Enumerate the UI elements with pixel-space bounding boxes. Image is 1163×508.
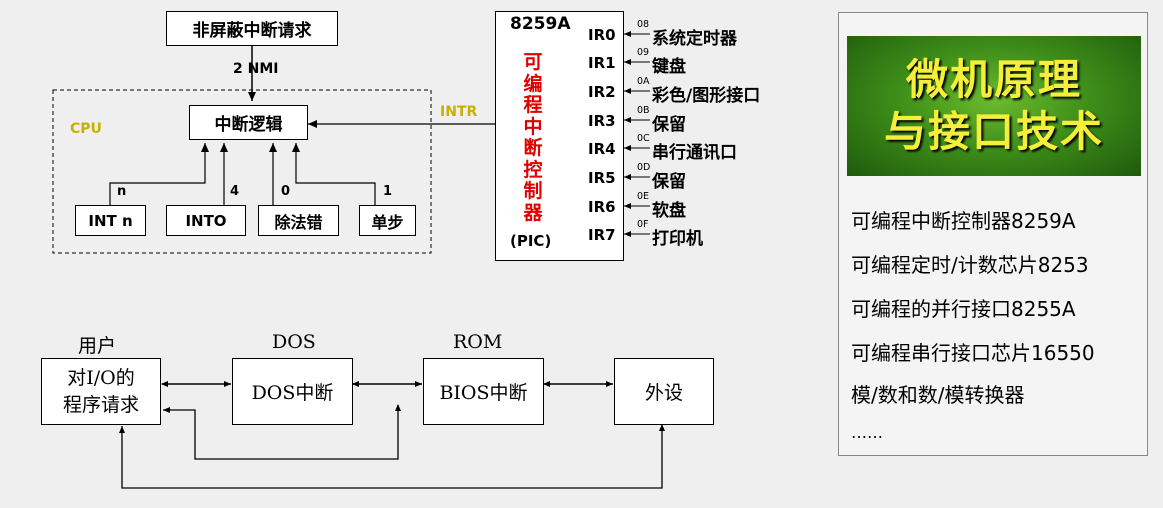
source-num-step: 1: [383, 184, 393, 199]
pic-subtitle: (PIC): [510, 232, 552, 250]
topic-item: 可编程的并行接口8255A: [851, 297, 1076, 321]
device-box: 外设: [614, 358, 714, 425]
source-num-into: 4: [230, 184, 240, 199]
topic-panel: 微机原理 与接口技术 可编程中断控制器8259A 可编程定时/计数芯片8253 …: [838, 12, 1148, 456]
pic-box: [495, 11, 624, 261]
user-request-box: 对I/O的 程序请求: [41, 358, 161, 425]
cpu-frame: [52, 89, 432, 254]
topic-item: 可编程串行接口芯片16550: [851, 341, 1095, 365]
pic-vertical-text: 可 编 程 中 断 控 制 器: [523, 51, 543, 224]
user-label: 用户: [78, 335, 117, 357]
single-step-box: 单步: [359, 205, 416, 236]
ir-line-6: IR6 0E 软盘: [588, 191, 686, 221]
ir-line-3: IR3 0B 保留: [588, 105, 686, 135]
ir-line-1: IR1 09 键盘: [588, 47, 686, 77]
nmi-source-box: 非屏蔽中断请求: [166, 11, 338, 46]
ir-line-0: IR0 08 系统定时器: [588, 19, 737, 49]
bios-user-loop: [163, 404, 401, 460]
ir-line-2: IR2 0A 彩色/图形接口: [588, 76, 761, 106]
ir-line-4: IR4 0C 串行通讯口: [588, 133, 737, 163]
dos-interrupt-box: DOS中断: [232, 358, 353, 425]
source-num-div: 0: [281, 184, 291, 199]
nmi-label: 2 NMI: [233, 61, 279, 77]
topic-item: 可编程定时/计数芯片8253: [851, 253, 1089, 277]
pic-title: 8259A: [510, 14, 571, 34]
ir-arrows: [624, 31, 650, 237]
div-error-box: 除法错: [258, 205, 339, 236]
cpu-label: CPU: [70, 121, 102, 137]
topic-item: 可编程中断控制器8259A: [851, 209, 1076, 233]
banner-line-2: 与接口技术: [883, 107, 1104, 156]
dos-label: DOS: [272, 331, 316, 353]
rom-label: ROM: [453, 331, 503, 353]
banner-line-1: 微机原理: [905, 55, 1082, 104]
intn-box: INT n: [75, 205, 146, 236]
source-num-intn: n: [117, 184, 127, 199]
topic-item: ……: [851, 423, 883, 442]
intn-line: [109, 143, 209, 205]
topic-item: 模/数和数/模转换器: [851, 383, 1025, 407]
course-banner: 微机原理 与接口技术: [847, 36, 1141, 176]
intr-label: INTR: [440, 104, 478, 120]
step-line: [292, 143, 376, 205]
into-box: INTO: [166, 205, 246, 236]
ir-line-7: IR7 0F 打印机: [588, 219, 703, 249]
interrupt-logic-box: 中断逻辑: [189, 105, 308, 140]
device-user-loop: [119, 424, 665, 489]
ir-line-5: IR5 0D 保留: [588, 162, 686, 192]
bios-interrupt-box: BIOS中断: [423, 358, 544, 425]
